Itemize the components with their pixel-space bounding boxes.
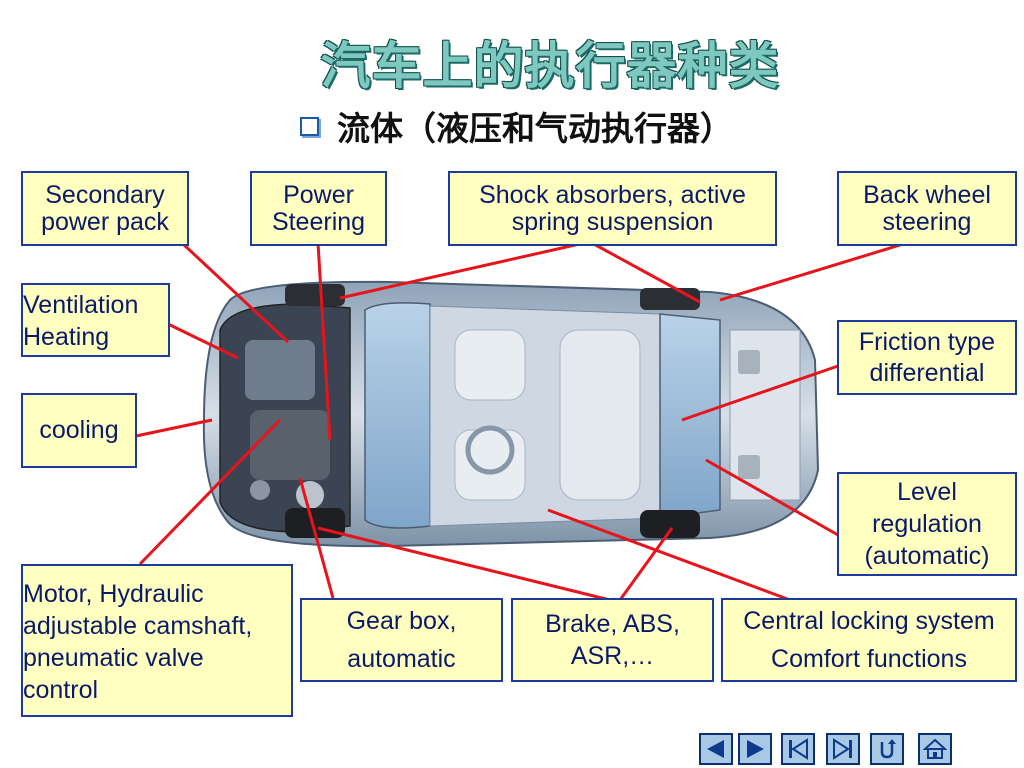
- nav-return-button[interactable]: [870, 733, 904, 765]
- next-icon: [747, 740, 764, 758]
- nav-first-button[interactable]: [781, 733, 815, 765]
- leader-back-wheel: [719, 243, 901, 302]
- car-cutaway-image: [202, 280, 820, 548]
- leader-central-locking: [547, 508, 791, 602]
- leader-shock-left: [339, 241, 585, 300]
- leader-brake-rear: [618, 527, 674, 601]
- home-icon: [923, 738, 947, 759]
- leader-shock-right: [591, 241, 701, 304]
- label-power-steering: Power Steering: [250, 171, 387, 246]
- first-icon: [789, 738, 808, 760]
- nav-prev-button[interactable]: [699, 733, 733, 765]
- last-icon: [833, 738, 852, 760]
- label-gear-box: Gear box, automatic: [300, 598, 503, 682]
- label-motor-hydraulic: Motor, Hydraulic adjustable camshaft, pn…: [21, 564, 293, 717]
- leader-friction: [681, 364, 839, 422]
- leader-brake-front: [317, 526, 611, 602]
- prev-icon: [707, 740, 724, 758]
- label-level-regulation: Level regulation (automatic): [837, 472, 1017, 576]
- label-shock-absorbers: Shock absorbers, active spring suspensio…: [448, 171, 777, 246]
- square-bullet-icon: [300, 116, 319, 136]
- leader-power-steering: [316, 242, 332, 441]
- slide-title: 汽车上的执行器种类: [320, 36, 780, 95]
- return-icon: [880, 739, 896, 759]
- nav-home-button[interactable]: [918, 733, 952, 765]
- leader-level: [705, 458, 839, 537]
- label-ventilation-heating: Ventilation Heating: [21, 283, 170, 357]
- label-friction-differential: Friction type differential: [837, 320, 1017, 395]
- slide-subtitle: 流体（液压和气动执行器）: [300, 102, 733, 150]
- nav-last-button[interactable]: [826, 733, 860, 765]
- leader-ventilation: [167, 322, 239, 360]
- label-brake-abs: Brake, ABS, ASR,…: [511, 598, 714, 682]
- nav-next-button[interactable]: [738, 733, 772, 765]
- leader-cooling: [135, 418, 213, 438]
- label-secondary-power-pack: Secondary power pack: [21, 171, 189, 246]
- label-cooling: cooling: [21, 393, 137, 468]
- subtitle-text: 流体（液压和气动执行器）: [337, 109, 733, 148]
- label-back-wheel-steering: Back wheel steering: [837, 171, 1017, 246]
- leader-motor: [138, 418, 282, 566]
- leader-gearbox: [298, 477, 335, 599]
- leader-secondary-power: [180, 241, 290, 344]
- label-central-locking: Central locking system Comfort functions: [721, 598, 1017, 682]
